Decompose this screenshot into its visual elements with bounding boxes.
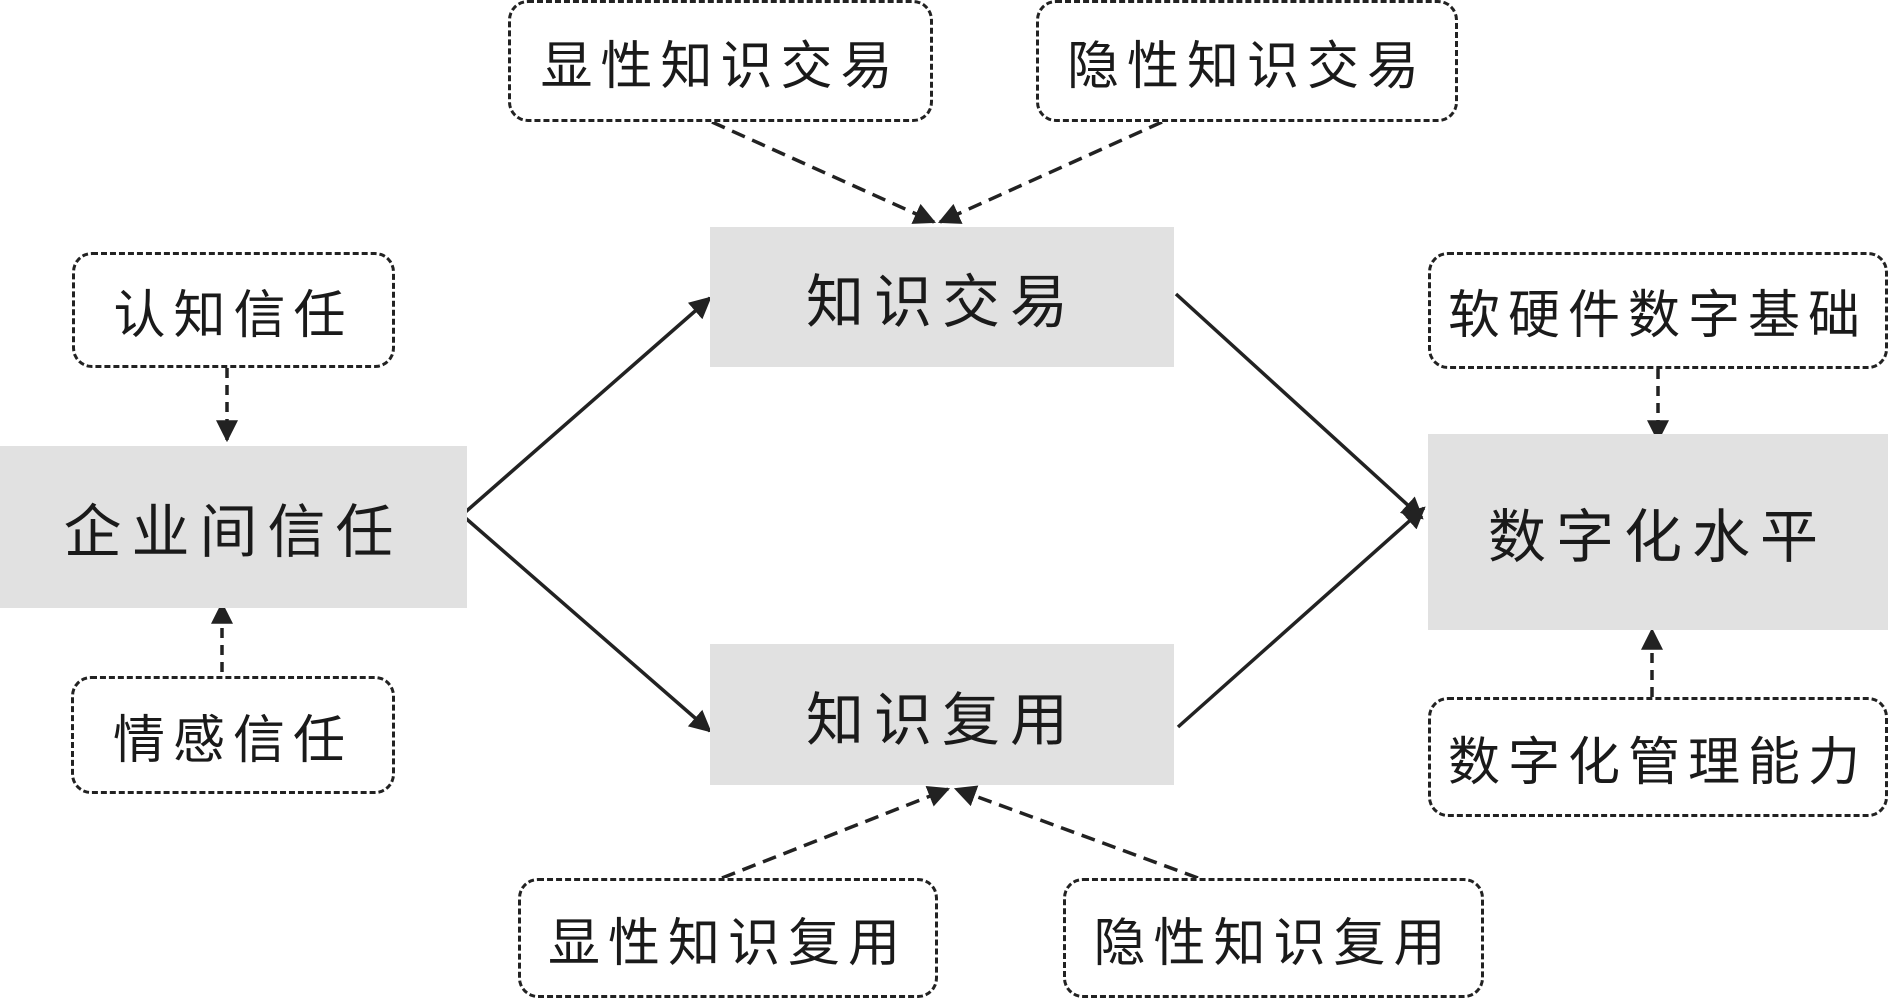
arrow-reuse-to-digital bbox=[1176, 506, 1426, 729]
moderator-affective-trust-label: 情感信任 bbox=[112, 710, 353, 771]
moderator-tacit-knowledge-reuse: 隐性知识复用 bbox=[1063, 878, 1484, 998]
moderator-tacit-knowledge-reuse-label: 隐性知识复用 bbox=[1093, 913, 1454, 974]
node-knowledge-reuse: 知识复用 bbox=[710, 644, 1174, 785]
moderator-digital-management-capability-label: 数字化管理能力 bbox=[1447, 732, 1868, 793]
moderator-explicit-knowledge-reuse-label: 显性知识复用 bbox=[547, 913, 908, 974]
node-knowledge-trading: 知识交易 bbox=[710, 227, 1174, 367]
moderator-tacit-knowledge-trading-label: 隐性知识交易 bbox=[1066, 36, 1427, 97]
moderator-digital-infrastructure: 软硬件数字基础 bbox=[1428, 252, 1888, 369]
node-digitalization-level-label: 数字化水平 bbox=[1487, 503, 1828, 571]
node-inter-firm-trust-label: 企业间信任 bbox=[63, 498, 404, 566]
arrow-trust-to-trading bbox=[460, 296, 712, 517]
node-inter-firm-trust: 企业间信任 bbox=[0, 446, 467, 608]
moderator-explicit-knowledge-reuse: 显性知识复用 bbox=[518, 878, 938, 998]
arrow-tacit-reuse bbox=[953, 785, 1199, 880]
node-knowledge-reuse-label: 知识复用 bbox=[805, 685, 1078, 754]
node-knowledge-trading-label: 知识交易 bbox=[805, 268, 1078, 336]
arrow-tacit-trading bbox=[937, 120, 1163, 224]
moderator-explicit-knowledge-trading: 显性知识交易 bbox=[508, 0, 933, 122]
arrow-explicit-reuse bbox=[721, 786, 951, 880]
moderator-cognitive-trust: 认知信任 bbox=[72, 252, 395, 368]
moderator-cognitive-trust-label: 认知信任 bbox=[113, 285, 354, 346]
node-digitalization-level: 数字化水平 bbox=[1428, 434, 1888, 630]
moderator-affective-trust: 情感信任 bbox=[71, 676, 395, 794]
moderator-tacit-knowledge-trading: 隐性知识交易 bbox=[1036, 0, 1458, 122]
moderator-digital-management-capability: 数字化管理能力 bbox=[1428, 697, 1888, 817]
moderator-digital-infrastructure-label: 软硬件数字基础 bbox=[1447, 286, 1868, 346]
arrow-trust-to-reuse bbox=[460, 513, 712, 733]
arrow-trading-to-digital bbox=[1174, 292, 1424, 520]
moderator-explicit-knowledge-trading-label: 显性知识交易 bbox=[540, 36, 901, 97]
arrow-explicit-trading bbox=[711, 120, 937, 224]
